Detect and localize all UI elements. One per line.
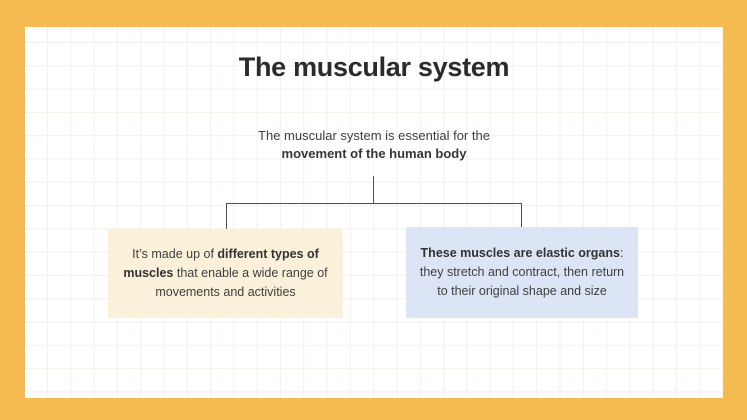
slide-canvas: The muscular system The muscular system …: [25, 27, 723, 398]
page-title: The muscular system: [238, 52, 510, 82]
elastic-organs-text: These muscles are elastic organs: they s…: [419, 246, 625, 298]
connector-left-drop: [226, 203, 227, 230]
connector-right-drop: [521, 203, 522, 228]
intro-line-1: The muscular system is essential for the: [258, 128, 490, 143]
connector-stem: [373, 176, 374, 203]
muscle-types-text: It’s made up of different types of muscl…: [123, 247, 328, 299]
intro-line-2: movement of the human body: [281, 146, 467, 161]
elastic-organs-box: These muscles are elastic organs: they s…: [406, 227, 638, 318]
intro-text: The muscular system is essential for the…: [25, 127, 723, 163]
connector-horizontal-bar: [226, 203, 522, 204]
muscle-types-box: It’s made up of different types of muscl…: [108, 229, 343, 318]
